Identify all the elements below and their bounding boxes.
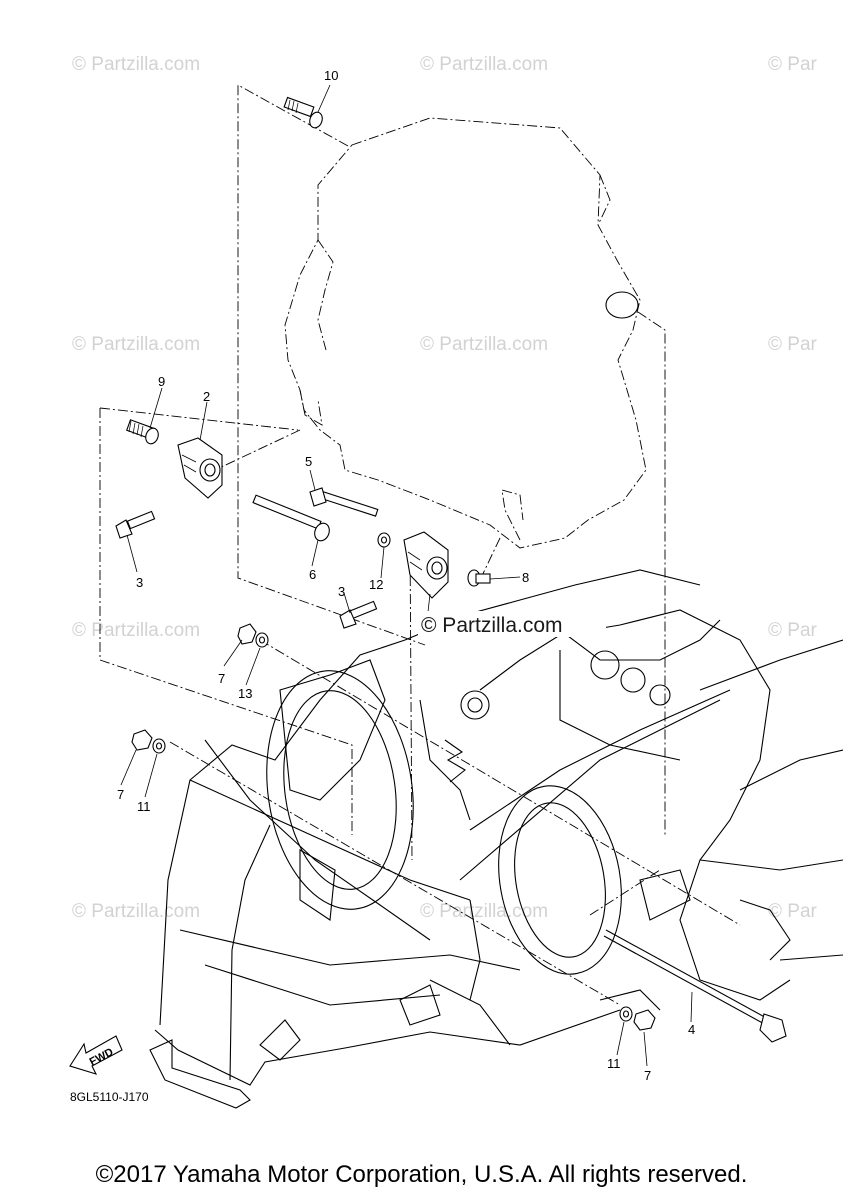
watermark: © Partzilla.com xyxy=(72,901,200,922)
callout-6: 6 xyxy=(309,567,316,582)
watermark-center: © Partzilla.com xyxy=(421,614,563,637)
callout-10: 10 xyxy=(324,68,338,83)
watermark: © Partzilla.com xyxy=(72,54,200,75)
callout-7-upper: 7 xyxy=(218,671,225,686)
watermark: © Partzilla.com xyxy=(420,901,548,922)
bolt-3-lower xyxy=(339,600,378,629)
center-watermark: © Partzilla.com xyxy=(418,611,606,637)
callout-3-upper: 3 xyxy=(136,575,143,590)
bolt-5 xyxy=(309,487,379,517)
leader-lines xyxy=(120,84,693,1067)
callout-3-lower: 3 xyxy=(338,584,345,599)
parts-layer xyxy=(115,96,787,1043)
callout-numbers: 10 9 2 5 3 6 12 8 3 7 13 7 11 4 11 7 xyxy=(117,68,695,1083)
copyright-notice: ©2017 Yamaha Motor Corporation, U.S.A. A… xyxy=(95,1161,748,1188)
callout-8: 8 xyxy=(522,570,529,585)
callout-9: 9 xyxy=(158,374,165,389)
bolt-10 xyxy=(283,96,323,129)
bolt-9 xyxy=(126,419,159,445)
watermark: © Par xyxy=(768,901,818,922)
callout-12: 12 xyxy=(369,577,383,592)
callout-4: 4 xyxy=(688,1022,695,1037)
fwd-arrow: FWD xyxy=(69,1035,123,1075)
engine-mount-bracket-right xyxy=(403,531,449,599)
watermark: © Partzilla.com xyxy=(420,54,548,75)
callout-13: 13 xyxy=(238,686,252,701)
callout-11-right: 11 xyxy=(607,1056,621,1071)
bolt-3-upper xyxy=(115,510,156,539)
watermark-layer: © Partzilla.com © Partzilla.com © Par © … xyxy=(72,54,818,922)
engine-outline xyxy=(284,117,647,549)
callout-5: 5 xyxy=(305,454,312,469)
watermark: © Par xyxy=(768,334,818,355)
diagram-code: 8GL5110-J170 xyxy=(70,1090,149,1104)
through-bolt-4 xyxy=(603,929,787,1043)
watermark: © Par xyxy=(768,620,818,641)
watermark: © Partzilla.com xyxy=(72,334,200,355)
nut-7-left xyxy=(131,729,166,754)
watermark: © Partzilla.com xyxy=(72,620,200,641)
nut-7-right xyxy=(619,1006,656,1031)
fwd-arrow-icon xyxy=(69,1035,123,1075)
callout-2: 2 xyxy=(203,389,210,404)
watermark: © Partzilla.com xyxy=(420,334,548,355)
callout-11-left: 11 xyxy=(137,799,151,814)
bolt-8 xyxy=(467,569,491,587)
engine-mount-bracket-2 xyxy=(177,437,223,499)
nut-7-upper xyxy=(237,623,269,648)
vehicle-frame xyxy=(149,569,843,1109)
washer-12 xyxy=(377,532,391,548)
callout-7-right: 7 xyxy=(644,1068,651,1083)
bolt-6 xyxy=(252,494,330,542)
callout-7-left: 7 xyxy=(117,787,124,802)
watermark: © Par xyxy=(768,54,818,75)
